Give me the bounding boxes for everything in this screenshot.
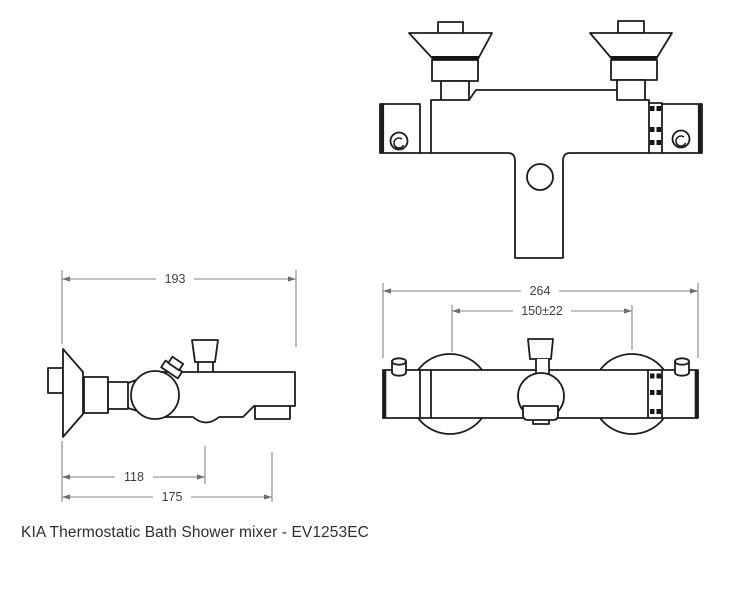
body-top-edge (468, 89, 618, 101)
left-mount-connector (440, 80, 470, 101)
dimension-inlet-centres: 150±22 (451, 304, 633, 352)
side-escutcheon (62, 348, 84, 438)
front-body-bar (379, 89, 703, 259)
left-cap-screw (389, 131, 409, 151)
dimension-plan-width: 264 (382, 283, 699, 358)
body-left-edge (430, 99, 442, 154)
left-end-cap (379, 103, 421, 154)
dimension-side-length: 175 (62, 452, 273, 504)
dim-label-193: 193 (165, 272, 186, 286)
plan-scale-ticks (650, 373, 661, 414)
spout-aerator (254, 405, 291, 420)
side-diverter-knob (191, 339, 219, 363)
body-right-edge (644, 99, 650, 154)
right-mount-body (610, 59, 658, 81)
dimension-shower-outlet: 118 (61, 441, 206, 502)
right-wall-mount (589, 20, 673, 101)
right-mount-connector (616, 79, 646, 101)
side-mount-nut (83, 376, 109, 414)
dim-label-118: 118 (124, 470, 144, 484)
left-screw-slot (393, 137, 405, 149)
plan-right-screw (674, 357, 690, 377)
dim-label-264: 264 (530, 284, 551, 298)
product-caption: KIA Thermostatic Bath Shower mixer - EV1… (21, 524, 369, 541)
left-escutcheon-seat (432, 56, 479, 61)
left-mount-body (431, 59, 479, 82)
dim-label-150-22: 150±22 (521, 304, 563, 318)
right-screw-head (671, 129, 691, 149)
front-view (379, 20, 703, 259)
left-escutcheon (408, 32, 493, 60)
right-screw-slot (675, 135, 687, 147)
left-wall-mount (408, 21, 493, 101)
right-escutcheon-seat (611, 56, 657, 61)
plan-view: 264 150±22 (382, 283, 699, 435)
wall-inlet-stub (47, 367, 64, 394)
plan-diverter (517, 338, 565, 425)
side-mount-collar (107, 381, 129, 410)
right-mount-nut (617, 20, 645, 34)
temperature-scale-ticks (650, 106, 661, 145)
right-escutcheon (589, 32, 673, 60)
plan-left-screw (391, 357, 407, 377)
right-cap-screw (671, 129, 691, 149)
spout-tee-outline (419, 152, 663, 259)
side-body (159, 371, 296, 424)
override-button (160, 355, 185, 380)
plan-diverter-collar (522, 405, 559, 421)
dimension-side-width: 193 (61, 270, 297, 347)
temperature-handle (130, 370, 180, 420)
diverter-port (526, 163, 554, 191)
left-screw-head (389, 131, 409, 151)
plan-diverter-knob (527, 338, 554, 360)
dim-label-175: 175 (162, 490, 183, 504)
side-view: 193 118 175 (47, 270, 297, 504)
